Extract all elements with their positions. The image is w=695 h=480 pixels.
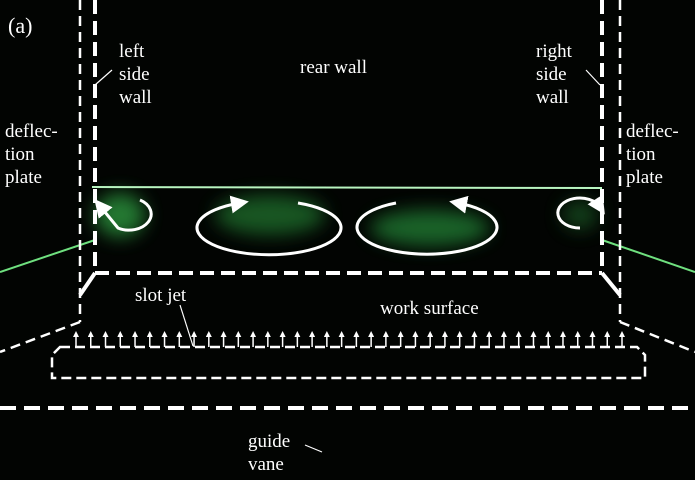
guide-vane-label: guide vane (248, 430, 290, 476)
label-line: side (119, 64, 150, 85)
label-line: vane (248, 454, 284, 475)
jet-arrows (73, 331, 625, 347)
vortex-right-small (556, 194, 605, 230)
right-deflection-plate-label: deflec- tion plate (626, 120, 679, 189)
label-line: deflec- (626, 121, 679, 142)
left-side-wall-label: left side wall (119, 40, 152, 109)
laser-sheet-line (91, 186, 603, 189)
label-line: left (119, 41, 145, 62)
work-surface-label: work surface (380, 298, 479, 319)
laser-glow (95, 193, 598, 246)
rear-wall-label: rear wall (300, 57, 367, 78)
slot-jet-label: slot jet (135, 285, 187, 306)
panel-label: (a) (8, 13, 33, 38)
vortex-left-small (94, 198, 153, 232)
label-line: guide (248, 431, 291, 452)
label-line: right (536, 41, 572, 62)
pointer-lines (94, 69, 601, 453)
label-line: tion (5, 144, 35, 165)
label-line: plate (5, 167, 42, 188)
label-line: side (536, 64, 567, 85)
label-line: wall (536, 87, 569, 108)
right-side-wall-label: right side wall (536, 40, 572, 109)
slot-jet-box (50, 345, 647, 380)
label-line: plate (626, 167, 663, 188)
left-deflection-plate-label: deflec- tion plate (5, 120, 58, 189)
deflection-plate-outlines (0, 0, 695, 354)
vortex-arrows (94, 194, 605, 257)
label-line: tion (626, 144, 656, 165)
label-line: deflec- (5, 121, 58, 142)
wall-outlines (78, 0, 622, 297)
vortex-center-left (195, 195, 343, 257)
vortex-center-right (355, 195, 499, 256)
label-line: wall (119, 87, 152, 108)
right-laser-line (601, 239, 695, 273)
